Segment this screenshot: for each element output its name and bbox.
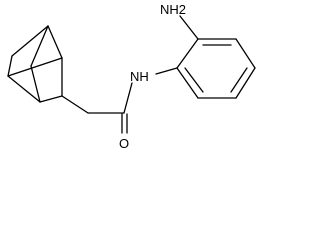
bond-carbonyl-nitrogen (123, 82, 133, 114)
amine-label: NH2 (160, 2, 186, 17)
norbornane-cage (7, 25, 63, 103)
bond-ring-c (235, 38, 256, 69)
bond-ring-inner-2 (230, 67, 248, 93)
bond-ring-a (176, 38, 199, 69)
bond-ring-amine (179, 15, 199, 40)
bond-nitrogen-ring (155, 67, 178, 75)
bond-ring-ch2 (61, 95, 89, 114)
bond-ring-d (235, 67, 256, 99)
bond-c1-c7 (30, 25, 49, 67)
chemical-structure: NH2 NH O (7, 2, 256, 151)
bond-c6-c1 (11, 25, 49, 57)
carbonyl-oxygen-label: O (119, 136, 129, 151)
bond-c7-c4 (30, 65, 41, 103)
bond-c4-c5 (7, 75, 41, 103)
acetamide-linker (61, 82, 133, 134)
bond-c3-c4 (39, 95, 63, 103)
bond-c5-c6 (7, 55, 13, 77)
bond-ring-inner-3 (184, 67, 204, 93)
amide-nitrogen-label: NH (130, 69, 149, 84)
bond-c1-c2 (47, 25, 63, 59)
bond-ring-f (176, 67, 199, 99)
bond-c2-c5 (7, 57, 63, 77)
aminophenyl-ring (155, 15, 256, 99)
